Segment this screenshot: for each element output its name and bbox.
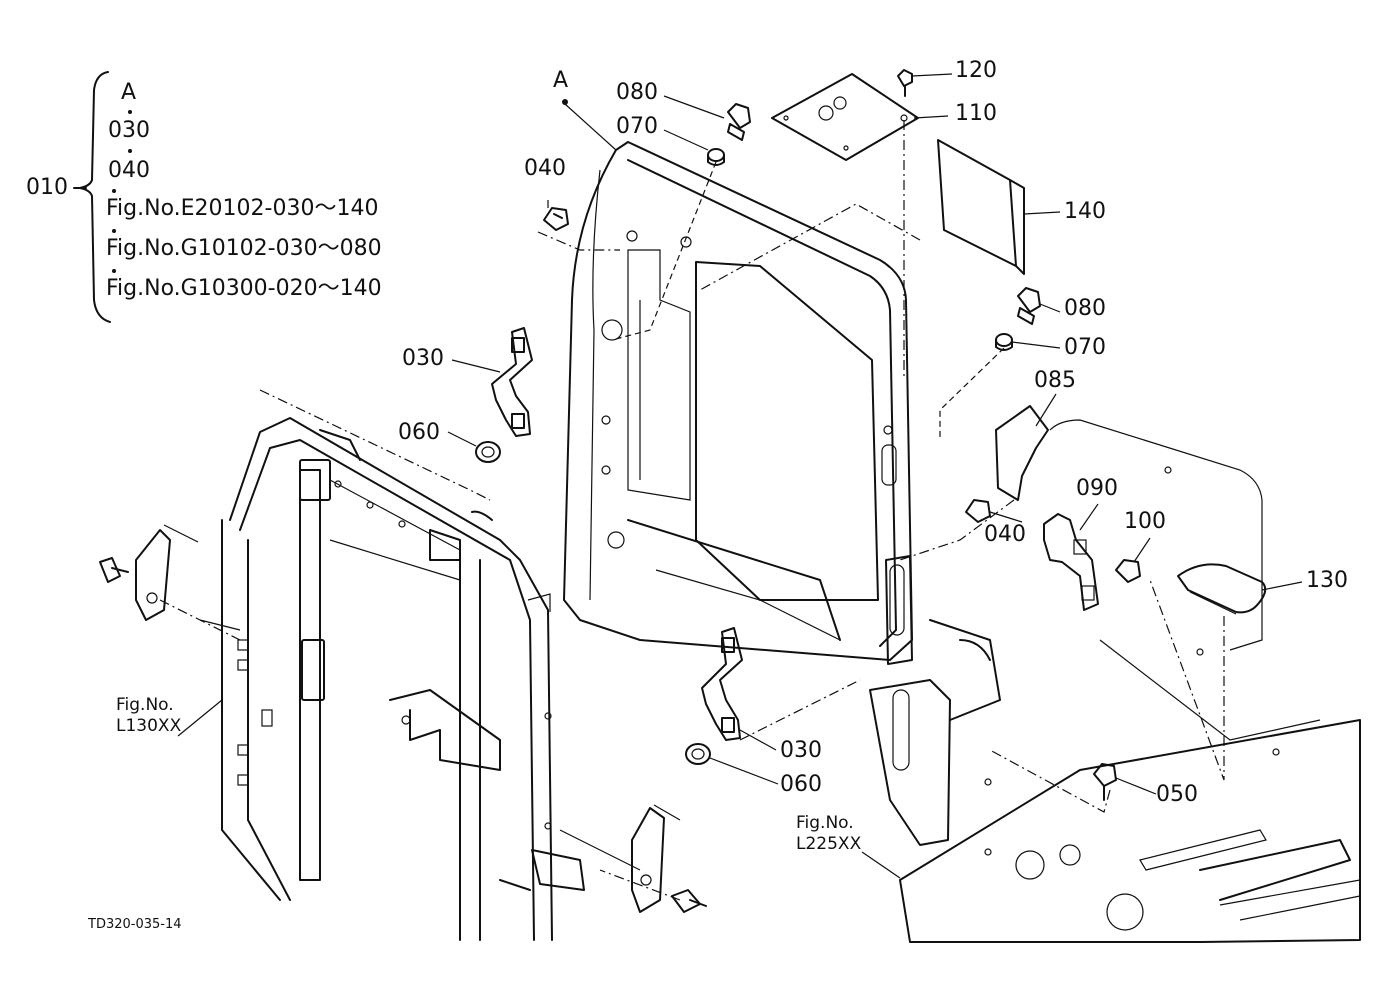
- callout-120: 120: [955, 58, 997, 83]
- callout-140: 140: [1064, 199, 1106, 224]
- callout-070-right: 070: [1064, 335, 1106, 360]
- assembly-item-a: A: [121, 80, 137, 105]
- floor-plate: [899, 419, 1361, 943]
- part-040-mid: [965, 499, 991, 523]
- part-090-bracket: [1043, 513, 1099, 611]
- assembly-item-fig-g10300: Fig.No.G10300-020～140: [106, 276, 382, 301]
- part-030-upper: [491, 327, 533, 437]
- callout-080-top: 080: [616, 80, 658, 105]
- part-080-top: [727, 103, 751, 141]
- part-085-cover: [995, 405, 1049, 501]
- callout-110: 110: [955, 101, 997, 126]
- leader-lines: [177, 73, 1303, 879]
- part-050-bolt: [1093, 763, 1117, 801]
- callout-130: 130: [1306, 568, 1348, 593]
- part-120-screw: [897, 69, 913, 97]
- view-marker-dot: [562, 99, 568, 105]
- assembly-item-fig-g10102: Fig.No.G10102-030～080: [106, 236, 382, 261]
- cab-back-panel: [563, 141, 1001, 846]
- callout-080-right: 080: [1064, 296, 1106, 321]
- callout-090: 090: [1076, 476, 1118, 501]
- callout-060-upper: 060: [398, 420, 440, 445]
- callout-060-lower: 060: [780, 772, 822, 797]
- callout-050: 050: [1156, 782, 1198, 807]
- callout-070-top: 070: [616, 114, 658, 139]
- callout-030-lower: 030: [780, 738, 822, 763]
- part-070-right: [995, 333, 1013, 351]
- assembly-bracket: [73, 71, 132, 323]
- callout-030-upper: 030: [402, 346, 444, 371]
- part-040-upper: [543, 207, 569, 231]
- fig-ref-l225-line2: L225XX: [796, 834, 862, 854]
- part-140-block: [937, 139, 1025, 275]
- view-marker-label: A: [553, 68, 569, 93]
- assembly-item-040: 040: [108, 158, 150, 183]
- assembly-lines: [159, 120, 1225, 901]
- callout-085: 085: [1034, 368, 1076, 393]
- callout-040-mid: 040: [984, 522, 1026, 547]
- callout-040-upper: 040: [524, 156, 566, 181]
- drawing-number: TD320-035-14: [88, 917, 182, 932]
- part-070-top: [707, 148, 725, 166]
- part-060-lower: [685, 743, 711, 765]
- fig-ref-l225-line1: Fig.No.: [796, 813, 854, 833]
- part-100-bolt: [1115, 559, 1141, 583]
- assembly-item-fig-e20102: Fig.No.E20102-030～140: [106, 196, 379, 221]
- assembly-item-030: 030: [108, 118, 150, 143]
- part-080-right: [1017, 287, 1041, 325]
- part-030-lower: [701, 627, 743, 741]
- bracket-bottom: [559, 804, 707, 913]
- part-110-plate: [771, 73, 919, 161]
- fig-ref-l130-line1: Fig.No.: [116, 695, 174, 715]
- bracket-left: [99, 524, 241, 631]
- part-130-mat: [1177, 563, 1267, 615]
- fig-ref-l130-line2: L130XX: [116, 716, 182, 736]
- cab-frame-left: [221, 417, 585, 941]
- callout-100: 100: [1124, 509, 1166, 534]
- part-060-upper: [475, 441, 501, 463]
- assembly-number: 010: [26, 175, 68, 200]
